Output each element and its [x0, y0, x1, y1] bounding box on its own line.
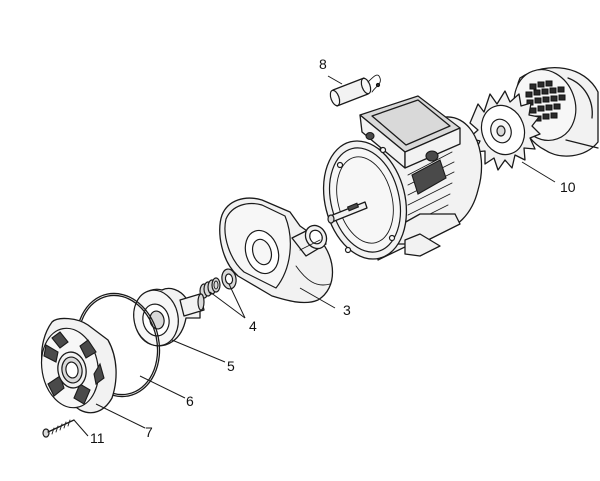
- label-4: 4: [249, 318, 257, 334]
- part-7-front-cover: [40, 317, 117, 414]
- label-8: 8: [319, 56, 327, 72]
- part-8-capacitor: [329, 74, 381, 107]
- part-11-screw: [42, 419, 75, 438]
- leader-lines: [73, 75, 556, 437]
- part-4-mechanical-seal: [199, 268, 237, 299]
- label-7: 7: [145, 424, 153, 440]
- part-5-impeller: [133, 287, 205, 347]
- part-3-pump-housing: [219, 197, 333, 304]
- part-10-fan-cover: [468, 67, 599, 171]
- label-6: 6: [186, 393, 194, 409]
- cover-grille: [525, 80, 566, 122]
- label-5: 5: [227, 358, 235, 374]
- label-11: 11: [90, 430, 105, 446]
- label-10: 10: [560, 179, 576, 195]
- electric-motor: [322, 95, 483, 261]
- cooling-fan: [468, 90, 541, 171]
- label-3: 3: [343, 302, 351, 318]
